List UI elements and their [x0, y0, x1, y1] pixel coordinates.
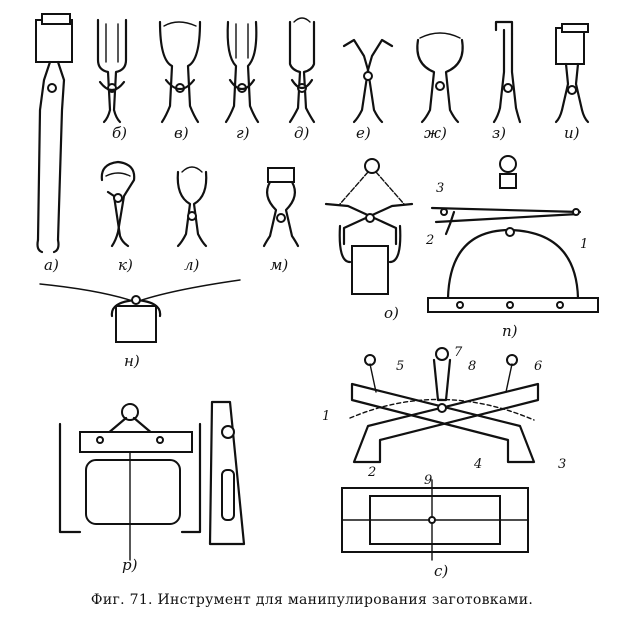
label-m: м)	[270, 256, 288, 274]
label-i: и)	[564, 124, 580, 142]
tool-a-long-tongs	[35, 13, 73, 254]
figure-caption: Фиг. 71. Инструмент для манипулирования …	[90, 592, 534, 608]
tool-i-tongs	[554, 23, 590, 124]
label-zh: ж)	[424, 124, 447, 142]
label-a: а)	[44, 256, 59, 274]
callout-p-3: 3	[436, 181, 444, 196]
tool-k-tongs	[100, 160, 136, 248]
callout-s-3: 3	[558, 457, 566, 472]
label-b: б)	[112, 124, 127, 142]
callout-p-2: 2	[425, 233, 434, 248]
tool-e-tongs	[342, 38, 394, 124]
label-o: о)	[384, 304, 399, 322]
tool-g-tongs	[224, 20, 260, 124]
tool-o-chain-tongs	[324, 158, 414, 295]
label-z: з)	[492, 124, 506, 142]
tool-zh-tongs	[416, 32, 464, 124]
tool-b-tongs	[96, 18, 128, 124]
callout-p-1: 1	[580, 237, 588, 252]
callout-s-8: 8	[468, 359, 476, 374]
callout-s-2: 2	[367, 465, 376, 480]
label-e: е)	[356, 124, 371, 142]
callout-s-5: 5	[396, 359, 404, 374]
tool-v-tongs	[158, 20, 202, 124]
label-n: н)	[124, 352, 140, 370]
tool-m-tongs	[262, 167, 300, 248]
label-g: г)	[236, 124, 250, 142]
label-l: л)	[184, 256, 200, 274]
label-v: в)	[174, 124, 189, 142]
label-p: п)	[502, 322, 518, 340]
tool-d-tongs	[288, 17, 316, 124]
tool-z-tongs	[492, 20, 522, 124]
label-d: д)	[294, 124, 310, 142]
tool-n-crane-tongs	[39, 279, 241, 343]
label-r: р)	[122, 556, 138, 574]
callout-s-6: 6	[534, 359, 542, 374]
label-s: с)	[434, 562, 448, 580]
tool-s-scissor-grab	[341, 347, 540, 561]
callout-s-4: 4	[473, 457, 482, 472]
tool-r-frame-grab	[58, 400, 246, 561]
tool-p-lifting-tongs	[427, 155, 599, 313]
callout-s-7: 7	[454, 345, 463, 360]
tool-l-tongs	[176, 166, 208, 248]
callout-s-1: 1	[322, 409, 330, 424]
label-k: к)	[118, 256, 133, 274]
callout-s-9: 9	[424, 473, 432, 488]
